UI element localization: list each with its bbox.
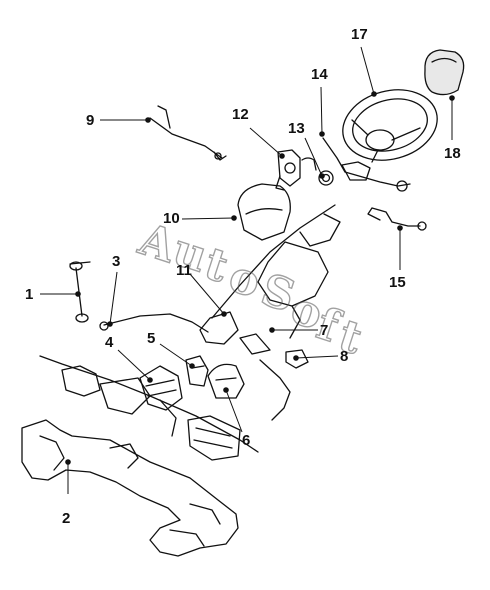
label-2: 2 bbox=[62, 510, 71, 527]
steering-rack bbox=[39, 355, 259, 461]
leader-dots bbox=[65, 91, 455, 465]
front-crossmember bbox=[21, 419, 239, 557]
label-1: 1 bbox=[25, 286, 34, 303]
label-8: 8 bbox=[340, 348, 349, 365]
leader-lines bbox=[40, 46, 453, 494]
label-17: 17 bbox=[351, 26, 368, 43]
label-3: 3 bbox=[112, 253, 121, 270]
column-bracket bbox=[239, 333, 309, 421]
column-cover bbox=[237, 183, 291, 241]
label-4: 4 bbox=[105, 334, 114, 351]
label-13: 13 bbox=[288, 120, 305, 137]
universal-joint bbox=[185, 355, 209, 387]
wiper-switch bbox=[367, 207, 427, 231]
label-11: 11 bbox=[176, 262, 192, 279]
rack-boot bbox=[139, 365, 183, 411]
stabilizer-link bbox=[69, 261, 91, 323]
steering-column bbox=[199, 204, 341, 345]
label-7: 7 bbox=[320, 322, 329, 339]
label-6: 6 bbox=[242, 432, 251, 449]
label-5: 5 bbox=[147, 330, 156, 347]
combination-switch bbox=[322, 137, 411, 192]
steering-wheel bbox=[342, 89, 438, 163]
joint-cover bbox=[207, 363, 245, 399]
ignition-switch bbox=[275, 149, 317, 191]
label-18: 18 bbox=[444, 145, 461, 162]
label-9: 9 bbox=[86, 112, 95, 129]
pressure-pipe bbox=[99, 313, 209, 333]
airbag-cover bbox=[424, 49, 465, 96]
intermediate-rod bbox=[149, 105, 227, 161]
label-15: 15 bbox=[389, 274, 406, 291]
label-12: 12 bbox=[232, 106, 249, 123]
label-14: 14 bbox=[311, 66, 328, 83]
label-10: 10 bbox=[163, 210, 180, 227]
